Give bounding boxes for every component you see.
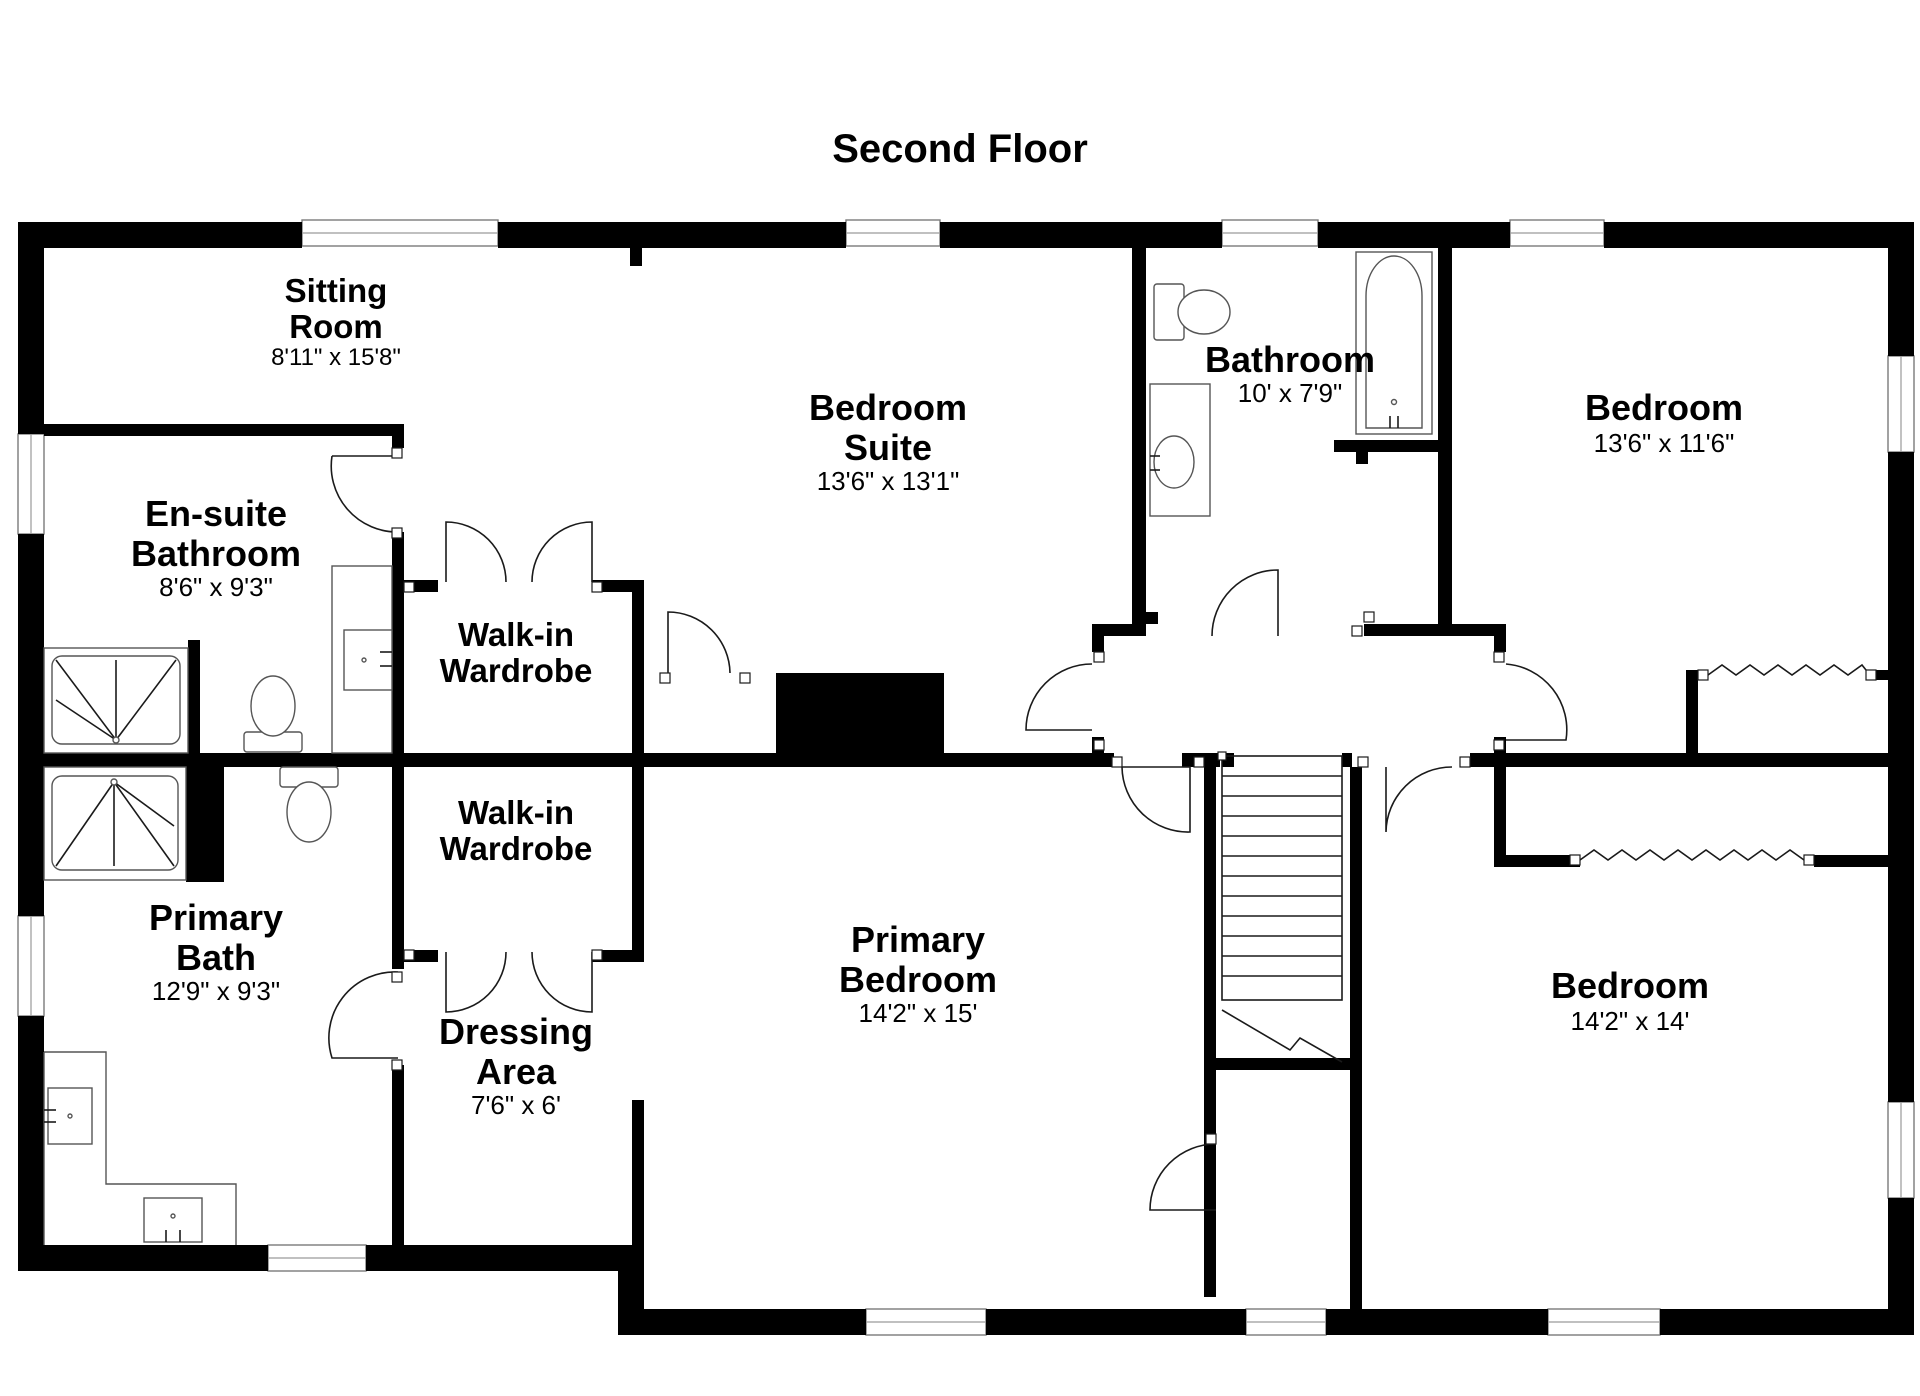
room-dimensions: 10' x 7'9" xyxy=(1238,378,1342,408)
room-name: Walk-in xyxy=(458,794,574,831)
door-jambs xyxy=(391,447,1877,1145)
toilet-icon xyxy=(279,766,339,843)
sink-icon xyxy=(43,1051,237,1245)
room-name: Bath xyxy=(176,937,256,978)
room-name: Bedroom xyxy=(809,387,967,428)
plan-title: Second Floor xyxy=(832,127,1088,171)
sink-icon xyxy=(1149,383,1211,517)
room-labels: Sitting Room 8'11" x 15'8" Bedroom Suite… xyxy=(131,272,1743,1120)
shower-icon xyxy=(43,647,189,754)
room-name: Dressing xyxy=(439,1011,593,1052)
room-bathroom: Bathroom 10' x 7'9" xyxy=(1205,339,1375,408)
room-dressing-area: Dressing Area 7'6" x 6' xyxy=(439,1011,593,1120)
room-name: Bedroom xyxy=(1551,965,1709,1006)
fixtures xyxy=(43,251,1433,1245)
room-name: Primary xyxy=(851,919,985,960)
room-dimensions: 13'6" x 13'1" xyxy=(817,466,960,496)
room-bedroom-suite: Bedroom Suite 13'6" x 13'1" xyxy=(809,387,967,496)
room-name: Wardrobe xyxy=(440,830,593,867)
room-dimensions: 12'9" x 9'3" xyxy=(152,976,280,1006)
room-primary-bath: Primary Bath 12'9" x 9'3" xyxy=(149,897,283,1006)
bathtub-icon xyxy=(1355,251,1433,435)
room-name: Bathroom xyxy=(131,533,301,574)
room-ensuite-bathroom: En-suite Bathroom 8'6" x 9'3" xyxy=(131,493,301,602)
room-name: Suite xyxy=(844,427,932,468)
exterior-walls xyxy=(18,222,1914,1335)
room-name: Primary xyxy=(149,897,283,938)
room-primary-bedroom: Primary Bedroom 14'2" x 15' xyxy=(839,919,997,1028)
interior-walls xyxy=(44,248,1888,1309)
shower-icon xyxy=(43,766,187,881)
room-dimensions: 8'6" x 9'3" xyxy=(159,572,273,602)
room-dimensions: 14'2" x 15' xyxy=(859,998,978,1028)
sink-icon xyxy=(331,565,393,754)
room-name: Bedroom xyxy=(1585,387,1743,428)
room-name: Wardrobe xyxy=(440,652,593,689)
windows xyxy=(17,219,1915,1336)
staircase xyxy=(1217,751,1343,1063)
toilet-icon xyxy=(243,675,303,753)
room-dimensions: 7'6" x 6' xyxy=(471,1090,561,1120)
room-name: En-suite xyxy=(145,493,287,534)
room-dimensions: 8'11" x 15'8" xyxy=(271,344,401,371)
room-name: Walk-in xyxy=(458,616,574,653)
room-name: Area xyxy=(476,1051,557,1092)
room-name: Sitting xyxy=(285,272,388,309)
room-dimensions: 14'2" x 14' xyxy=(1571,1006,1690,1036)
toilet-icon xyxy=(1153,283,1231,341)
room-walk-in-wardrobe-2: Walk-in Wardrobe xyxy=(440,794,593,867)
room-walk-in-wardrobe-1: Walk-in Wardrobe xyxy=(440,616,593,689)
closet-doors xyxy=(1579,663,1867,861)
room-dimensions: 13'6" x 11'6" xyxy=(1594,428,1735,458)
room-bedroom-ne: Bedroom 13'6" x 11'6" xyxy=(1585,387,1743,458)
room-name: Bedroom xyxy=(839,959,997,1000)
room-sitting-room: Sitting Room 8'11" x 15'8" xyxy=(271,272,401,371)
room-bedroom-se: Bedroom 14'2" x 14' xyxy=(1551,965,1709,1036)
doors xyxy=(328,455,1568,1211)
room-name: Bathroom xyxy=(1205,339,1375,380)
room-name: Room xyxy=(289,308,383,345)
